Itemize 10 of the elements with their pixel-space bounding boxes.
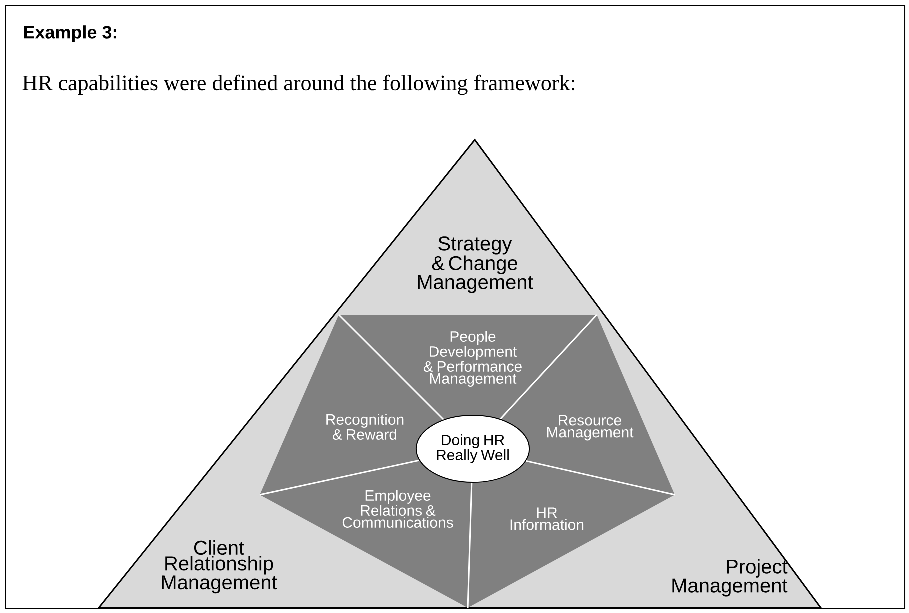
corner-label: Project Management	[672, 559, 788, 597]
sector-label: HR Information	[510, 508, 584, 530]
sector-label: People Development & Performance Management	[424, 331, 522, 387]
intro-text: HR capabilities were defined around the following framework:	[22, 74, 575, 96]
header-title: Example 3:	[24, 26, 116, 42]
sector-label: Recognition & Reward	[326, 414, 404, 440]
corner-label: Strategy & Change Management	[418, 236, 534, 294]
sector-label: Employee Relations & Communications	[342, 490, 454, 528]
corner-label: Client Relationship Management	[162, 540, 278, 594]
sector-label: Resource Management	[547, 415, 634, 441]
